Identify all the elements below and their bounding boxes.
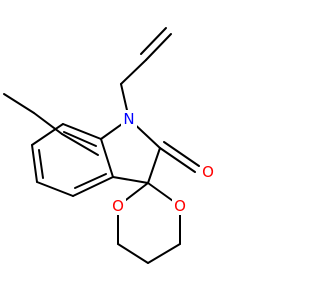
bond-c2-c3	[147, 147, 161, 184]
atom-o-ring-right-bg	[172, 197, 188, 215]
bonds	[3, 27, 200, 264]
atom-n1-bg	[121, 110, 137, 128]
bond-butyl-c2-c3	[3, 93, 35, 114]
atom-n1-label: N	[123, 110, 134, 128]
bond-ch-ch2-double-a	[145, 33, 172, 61]
bond-ch2-ch2-right	[147, 243, 181, 264]
atom-o-ring-left-label: O	[112, 197, 124, 215]
bond-ch2-ch	[120, 59, 147, 85]
atom-o-carbonyl-label: O	[202, 163, 214, 181]
bond-c3a-c7a	[100, 138, 114, 178]
bond-c2-o-double-a	[159, 147, 196, 173]
bond-c7a-c7	[62, 123, 102, 140]
bond-c7-c6	[31, 123, 64, 146]
bond-butyl-ring-c1	[61, 133, 99, 156]
bond-c4-c3a	[72, 176, 114, 197]
atom-labels: N O O O	[110, 110, 216, 215]
bond-c6-c5	[31, 144, 38, 183]
atom-o-ring-right-label: O	[174, 197, 186, 215]
bond-aromatic-inner-1	[63, 131, 97, 147]
bond-aromatic-inner-2	[38, 149, 44, 179]
bond-aromatic-inner-3	[74, 173, 107, 189]
bond-c5-c4	[36, 181, 74, 197]
molecule-structure: N O O O	[3, 27, 216, 264]
atom-o-ring-left-bg	[110, 197, 126, 215]
bond-ch-ch2-double-b	[140, 27, 167, 55]
bond-ch2-ch2-left	[117, 243, 149, 264]
bond-c3-c3a	[112, 176, 149, 184]
atom-o-carbonyl-bg	[200, 163, 216, 181]
bond-butyl-c1-c2	[33, 112, 63, 135]
bond-c2-o-double-b	[163, 141, 200, 167]
